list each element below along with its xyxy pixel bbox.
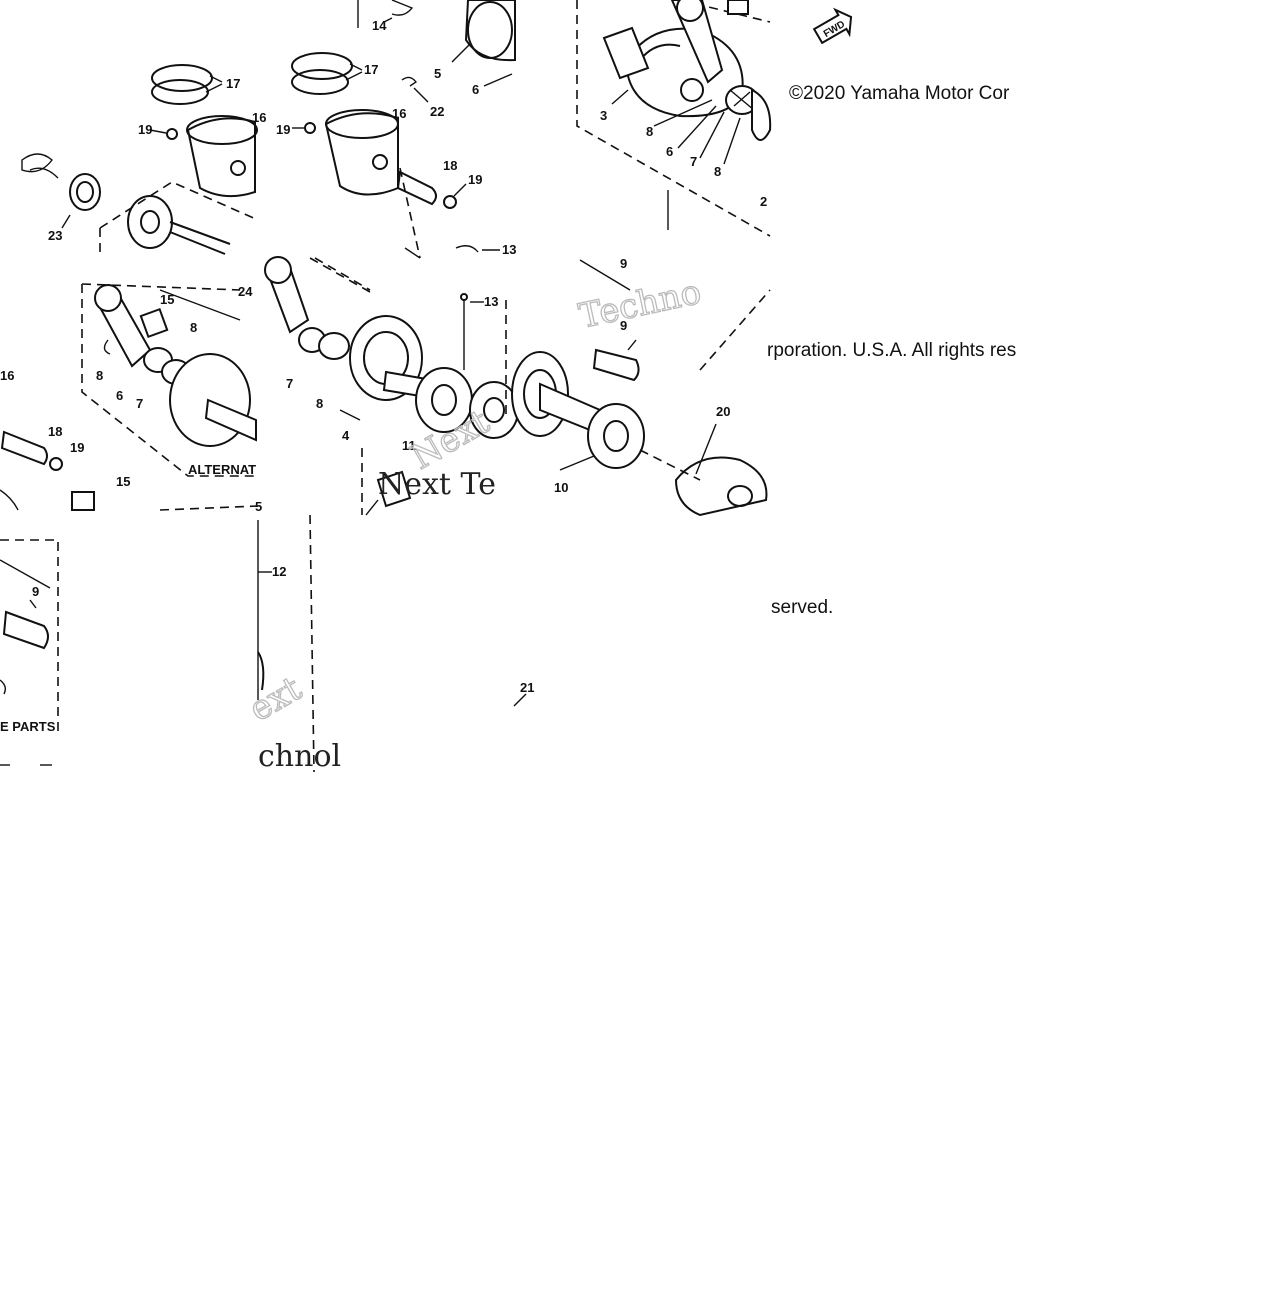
callout-21: 21 bbox=[520, 680, 534, 695]
callout-13: 13 bbox=[502, 242, 516, 257]
callout-14: 14 bbox=[372, 18, 387, 33]
callout-16: 16 bbox=[252, 110, 266, 125]
callout-13: 13 bbox=[484, 294, 498, 309]
callout-6: 6 bbox=[116, 388, 123, 403]
callout-10: 10 bbox=[554, 480, 568, 495]
diagram-tile-mid-right: 9 9 10 20 bbox=[511, 256, 771, 517]
callout-9: 9 bbox=[620, 256, 627, 271]
callout-8: 8 bbox=[190, 320, 197, 335]
callout-18: 18 bbox=[48, 424, 62, 439]
diagram-tile-top-middle: 14 17 19 16 22 18 19 5 6 bbox=[276, 0, 516, 291]
callout-4: 4 bbox=[342, 428, 350, 443]
callout-9: 9 bbox=[620, 318, 627, 333]
callout-19: 19 bbox=[276, 122, 290, 137]
callout-7: 7 bbox=[286, 376, 293, 391]
callout-8: 8 bbox=[316, 396, 323, 411]
spare-parts-caption: E PARTS bbox=[0, 719, 56, 734]
copyright-line-1: ©2020 Yamaha Motor Cor bbox=[789, 83, 1010, 104]
callout-7: 7 bbox=[136, 396, 143, 411]
watermark-text: Next Te bbox=[378, 467, 496, 502]
callout-15: 15 bbox=[116, 474, 130, 489]
watermark-text: ext bbox=[243, 669, 309, 730]
callout-7: 7 bbox=[690, 154, 697, 169]
callout-17: 17 bbox=[226, 76, 240, 91]
callout-12: 12 bbox=[272, 564, 286, 579]
callout-22: 22 bbox=[430, 104, 444, 119]
piston-shape bbox=[186, 117, 256, 198]
callout-6: 6 bbox=[666, 144, 673, 159]
callout-9: 9 bbox=[32, 584, 39, 599]
copyright-line-2: rporation. U.S.A. All rights res bbox=[767, 340, 1017, 361]
callout-3: 3 bbox=[600, 108, 607, 123]
diagram-tile-bottom-left: 9 E PARTS bbox=[0, 539, 59, 766]
callout-23: 23 bbox=[48, 228, 62, 243]
callout-8: 8 bbox=[714, 164, 721, 179]
fwd-direction-badge: FWD bbox=[812, 7, 853, 45]
callout-5: 5 bbox=[255, 499, 262, 514]
callout-18: 18 bbox=[443, 158, 457, 173]
callout-24: 24 bbox=[238, 284, 253, 299]
callout-8: 8 bbox=[96, 368, 103, 383]
diagram-tile-mid-left: 16 15 24 8 8 6 7 18 19 15 5 ALTERNAT bbox=[0, 283, 262, 514]
watermark-text: chnol bbox=[258, 739, 341, 774]
callout-8: 8 bbox=[646, 124, 653, 139]
diagram-tile-bottom-middle: 12 21 bbox=[257, 514, 534, 773]
callout-19: 19 bbox=[138, 122, 152, 137]
diagram-tile-top-right: 3 8 6 7 8 2 bbox=[576, 0, 772, 237]
callout-19: 19 bbox=[70, 440, 84, 455]
callout-16: 16 bbox=[392, 106, 406, 121]
callout-6: 6 bbox=[472, 82, 479, 97]
alternate-parts-caption: ALTERNAT bbox=[188, 462, 256, 477]
callout-16: 16 bbox=[0, 368, 14, 383]
callout-15: 15 bbox=[160, 292, 174, 307]
diagram-tile-top-left: 17 19 23 16 bbox=[21, 64, 266, 258]
callout-2: 2 bbox=[760, 194, 767, 209]
piston-ring-shape bbox=[151, 64, 213, 92]
diagram-tile-center: 13 13 4 11 7 8 bbox=[264, 242, 519, 516]
watermark-text: Techno bbox=[576, 272, 705, 337]
callout-17: 17 bbox=[364, 62, 378, 77]
copyright-line-3: served. bbox=[771, 597, 834, 618]
callout-19: 19 bbox=[468, 172, 482, 187]
callout-5: 5 bbox=[434, 66, 441, 81]
callout-20: 20 bbox=[716, 404, 730, 419]
callout-11: 11 bbox=[402, 438, 416, 453]
